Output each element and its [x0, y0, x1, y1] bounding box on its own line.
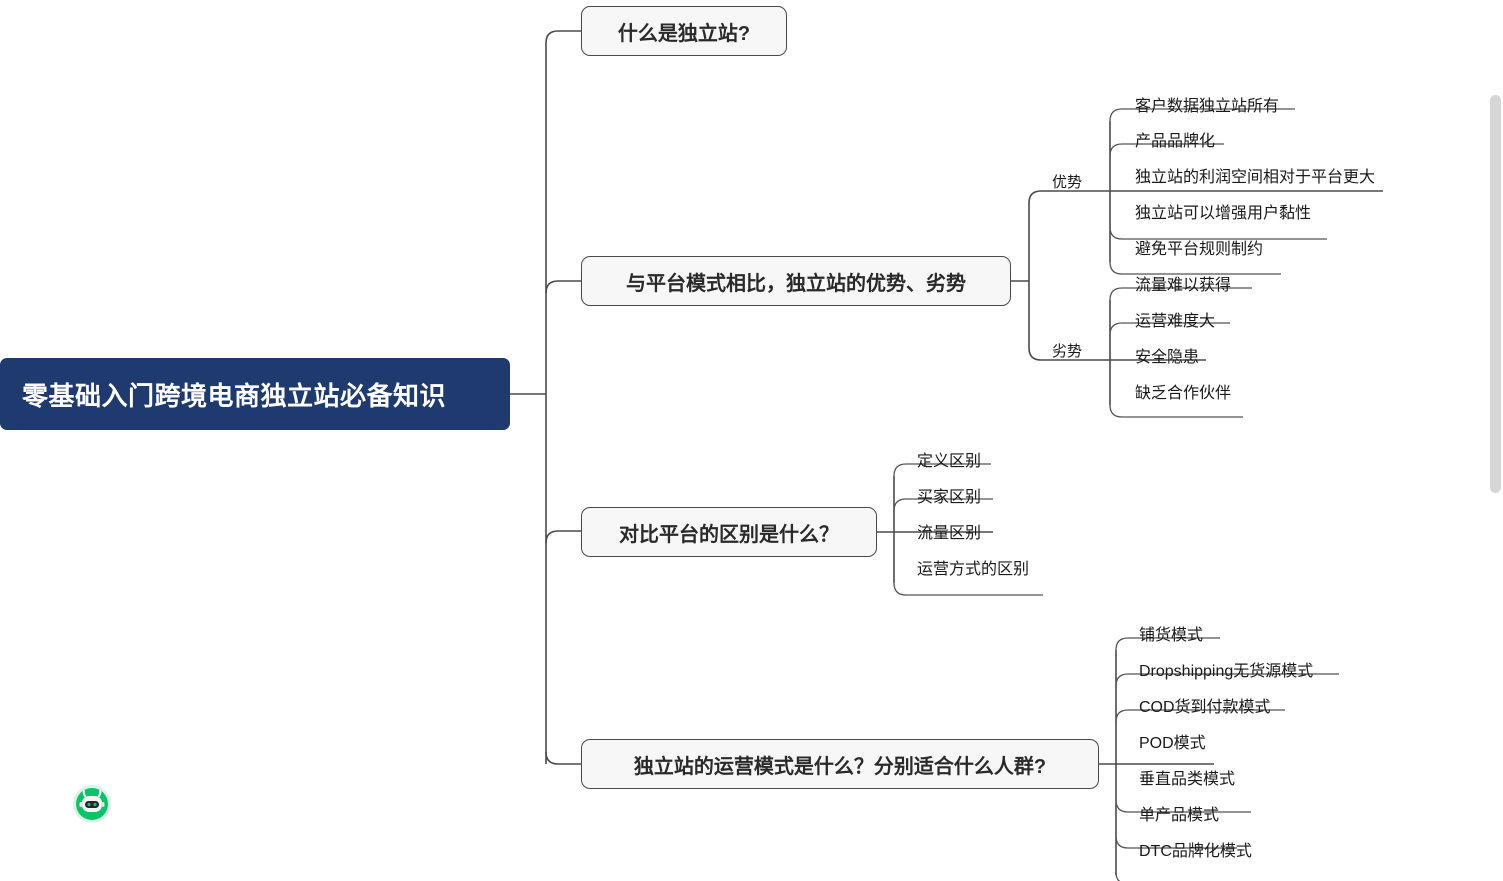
leaf-node[interactable]: POD模式 [1139, 735, 1206, 752]
leaf-node[interactable]: 买家区别 [917, 489, 982, 506]
topic-node-label: 对比平台的区别是什么？ [619, 523, 839, 546]
leaf-node[interactable]: 安全隐患 [1135, 349, 1200, 366]
root-node[interactable]: 零基础入门跨境电商独立站必备知识 [0, 358, 510, 430]
leaf-node[interactable]: 流量难以获得 [1135, 277, 1232, 294]
leaf-node[interactable]: 单产品模式 [1139, 807, 1220, 824]
leaf-node[interactable]: 定义区别 [917, 453, 982, 470]
leaf-node[interactable]: 铺货模式 [1139, 627, 1204, 644]
leaf-node[interactable]: 独立站可以增强用户黏性 [1135, 205, 1312, 222]
root-node-label: 零基础入门跨境电商独立站必备知识 [22, 380, 447, 411]
topic-node-business-models[interactable]: 独立站的运营模式是什么？分别适合什么人群? [581, 739, 1099, 789]
topic-node-pros-cons[interactable]: 与平台模式相比，独立站的优势、劣势 [581, 256, 1011, 306]
leaf-node[interactable]: 垂直品类模式 [1139, 771, 1236, 788]
leaf-node[interactable]: Dropshipping无货源模式 [1139, 663, 1314, 680]
topic-node-differences[interactable]: 对比平台的区别是什么？ [581, 507, 877, 557]
vertical-scrollbar-track[interactable] [1488, 0, 1503, 881]
leaf-node[interactable]: COD货到付款模式 [1139, 699, 1271, 716]
leaf-node[interactable]: 客户数据独立站所有 [1135, 98, 1280, 115]
leaf-node[interactable]: 独立站的利润空间相对于平台更大 [1135, 169, 1376, 186]
leaf-node[interactable]: 运营方式的区别 [917, 561, 1030, 578]
group-label-advantages[interactable]: 优势 [1052, 174, 1083, 191]
leaf-node[interactable]: 缺乏合作伙伴 [1135, 385, 1232, 402]
vertical-scrollbar-thumb[interactable] [1490, 95, 1501, 493]
group-label-disadvantages[interactable]: 劣势 [1052, 343, 1083, 360]
leaf-node[interactable]: 产品品牌化 [1135, 133, 1216, 150]
leaf-node[interactable]: 运营难度大 [1135, 313, 1216, 330]
leaf-node[interactable]: 避免平台规则制约 [1135, 241, 1264, 258]
topic-node-label: 与平台模式相比，独立站的优势、劣势 [626, 272, 966, 295]
robot-icon [73, 785, 111, 823]
topic-node-what-is[interactable]: 什么是独立站? [581, 6, 787, 56]
topic-node-label: 独立站的运营模式是什么？分别适合什么人群? [633, 755, 1047, 778]
assistant-bot-button[interactable] [72, 784, 112, 824]
topic-node-label: 什么是独立站? [617, 22, 751, 45]
leaf-node[interactable]: DTC品牌化模式 [1139, 843, 1252, 860]
leaf-node[interactable]: 流量区别 [917, 525, 982, 542]
